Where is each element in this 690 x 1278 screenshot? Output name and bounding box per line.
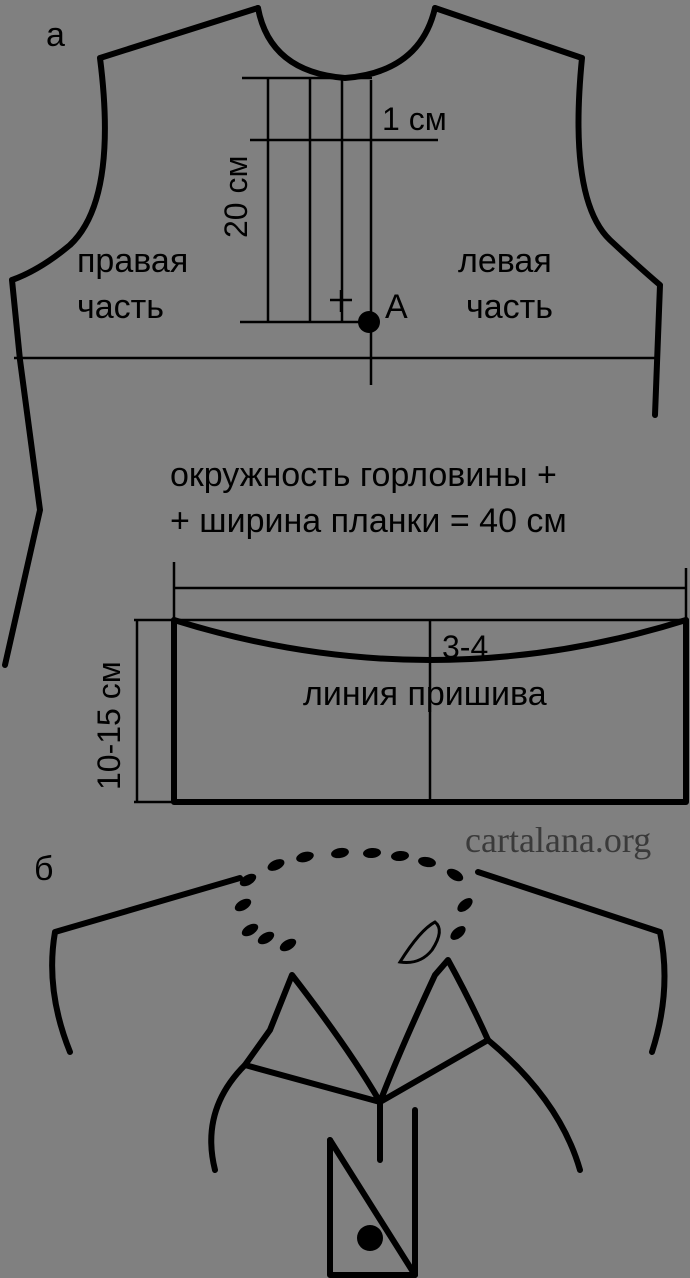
seam-line-label: линия пришива bbox=[303, 675, 547, 713]
right-part-label-1: правая bbox=[77, 242, 188, 280]
bodice-left-outline bbox=[2, 5, 261, 668]
fig-b-label: б bbox=[34, 850, 53, 888]
left-collar bbox=[242, 972, 383, 1105]
height-range-label: 10-15 см bbox=[91, 661, 127, 790]
one-cm-label: 1 см bbox=[382, 101, 447, 137]
curve-depth-label: 3-4 bbox=[442, 629, 488, 665]
right-body-line bbox=[485, 1037, 583, 1173]
fig-a-label: а bbox=[46, 16, 65, 54]
right-shoulder bbox=[475, 869, 668, 1055]
right-part-label-2: часть bbox=[77, 288, 164, 326]
bodice-right-outline bbox=[432, 5, 663, 418]
left-part-label-2: часть bbox=[466, 288, 553, 326]
left-body-line bbox=[208, 1062, 248, 1173]
button-dot bbox=[357, 1225, 383, 1251]
formula-line-2: + ширина планки = 40 см bbox=[170, 502, 567, 540]
placket bbox=[327, 1107, 418, 1278]
placket-overlap bbox=[327, 1137, 418, 1278]
collar-band-pattern: 3-4 линия пришива 10-15 см bbox=[91, 562, 689, 805]
point-a-label: А bbox=[385, 288, 408, 326]
neck-stitches bbox=[234, 847, 473, 952]
watermark: cartalana.org bbox=[465, 820, 651, 860]
left-part-label-1: левая bbox=[458, 242, 552, 280]
point-a-dot bbox=[358, 311, 380, 333]
twenty-cm-label: 20 см bbox=[218, 156, 254, 238]
left-shoulder bbox=[49, 875, 243, 1055]
formula-line-1: окружность горловины + bbox=[170, 456, 557, 494]
neckline-curve bbox=[255, 5, 438, 81]
figure-a-bodice: а 1 см 20 см правая часть левая часть А bbox=[2, 5, 663, 668]
hanger-loop bbox=[397, 920, 441, 964]
figure-b-blouse: б bbox=[34, 847, 668, 1278]
right-collar bbox=[377, 957, 491, 1105]
